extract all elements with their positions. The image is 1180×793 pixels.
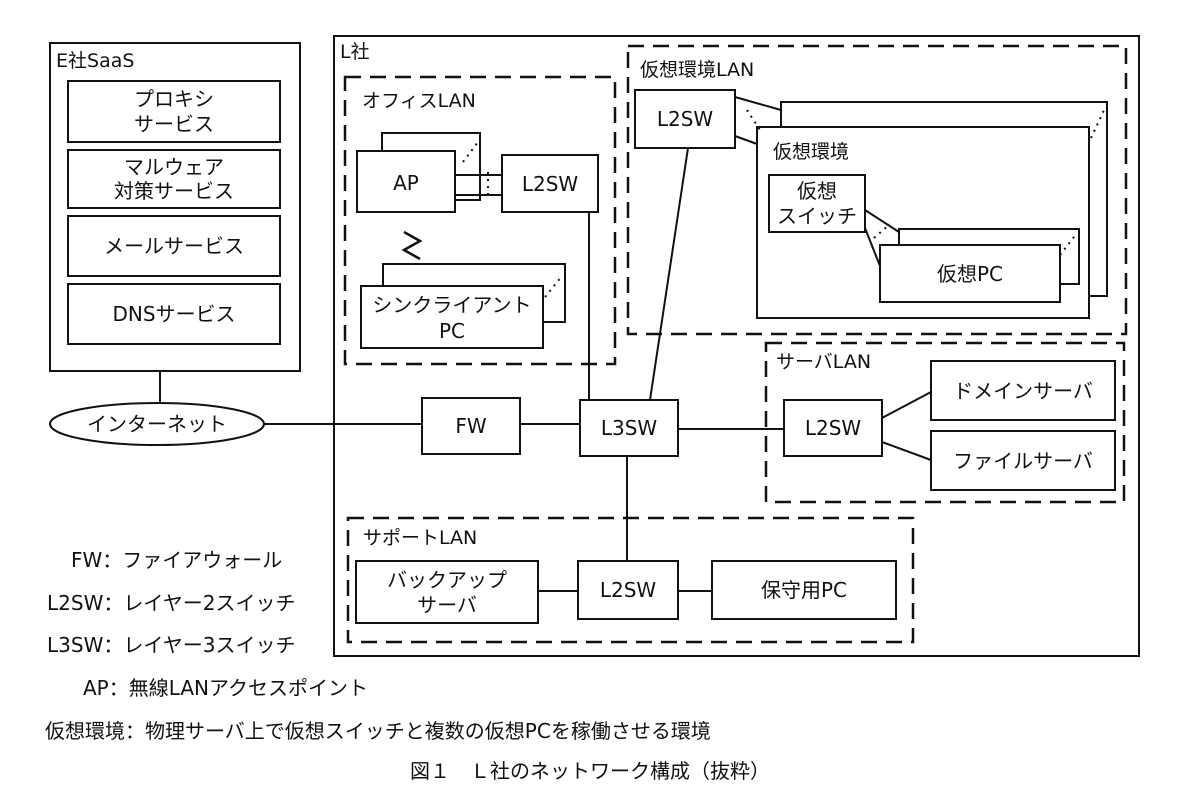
dns-service-box [67, 283, 281, 345]
support-l2sw-box [577, 560, 679, 620]
legend-ap: AP：無線LANアクセスポイント [83, 676, 368, 700]
server-l2sw-domain-link [881, 391, 932, 419]
ap-label: AP [393, 171, 419, 195]
proxy-service-label-1: プロキシ [134, 87, 214, 111]
dns-service-label: DNSサービス [112, 302, 235, 326]
virtual-l2sw-box [634, 89, 736, 149]
vl2sw-env-link-1 [734, 96, 782, 111]
virtual-lan-zone [626, 44, 1128, 336]
office-lan-zone [343, 75, 617, 366]
legend-l2sw: L2SW：レイヤー2スイッチ [47, 591, 295, 615]
domain-server-box [930, 360, 1116, 421]
support-l2sw-label: L2SW [600, 578, 657, 602]
support-lan-zone [346, 516, 915, 644]
office-lan-title: オフィスLAN [362, 90, 476, 112]
malware-service-box [67, 149, 281, 209]
legend-virtual-env: 仮想環境：物理サーバ上で仮想スイッチと複数の仮想PCを稼働させる環境 [45, 719, 711, 743]
virtual-pc-label: 仮想PC [937, 262, 1003, 286]
office-l2sw-label: L2SW [522, 172, 579, 196]
lsha-title: L社 [340, 41, 370, 63]
maintenance-pc-box [711, 560, 897, 620]
figure-caption: 図１ Ｌ社のネットワーク構成（抜粋） [410, 759, 770, 783]
virtual-l2sw-l3sw-link [649, 147, 689, 401]
virtual-env-title: 仮想環境 [773, 141, 849, 163]
fw-label: FW [455, 414, 487, 438]
virtual-l2sw-label: L2SW [657, 107, 714, 131]
wireless-icon [401, 230, 423, 261]
vswitch-vpc-link-2 [864, 227, 881, 267]
maintenance-pc-label: 保守用PC [761, 578, 847, 602]
legend-l3sw: L3SW：レイヤー3スイッチ [47, 633, 295, 657]
server-l2sw-label: L2SW [805, 416, 862, 440]
backup-server-label-2: サーバ [417, 593, 477, 617]
backup-server-label-1: バックアップ [387, 568, 507, 592]
l3sw-box [579, 399, 679, 457]
server-l2sw-file-link [881, 441, 932, 461]
virtual-switch-box [768, 174, 866, 233]
vl2sw-env-link-2 [734, 135, 758, 145]
office-l2sw-box [501, 154, 599, 213]
server-lan-zone [764, 341, 1126, 504]
mail-service-label: メールサービス [104, 234, 244, 258]
esha-saas-title: E社SaaS [56, 50, 134, 72]
ap-box [356, 150, 456, 213]
legend-fw: FW：ファイアウォール [71, 548, 282, 572]
l3sw-label: L3SW [601, 416, 658, 440]
thin-client-label-2: PC [439, 319, 465, 343]
malware-service-label-1: マルウェア [124, 155, 224, 179]
file-server-label: ファイルサーバ [953, 449, 1093, 473]
virtual-pc-box [879, 244, 1061, 303]
malware-service-label-2: 対策サービス [114, 179, 234, 203]
domain-server-label: ドメインサーバ [953, 379, 1093, 403]
esha-saas-frame [49, 42, 301, 372]
thin-client-box [360, 285, 544, 349]
vswitch-vpc-link-1 [864, 209, 900, 233]
server-lan-title: サーバLAN [776, 351, 871, 373]
proxy-service-label-2: サービス [134, 112, 214, 136]
support-lan-title: サポートLAN [363, 527, 477, 549]
server-l2sw-box [783, 399, 883, 457]
virtual-switch-label-1: 仮想 [797, 179, 837, 203]
lsha-frame [333, 35, 1140, 657]
proxy-service-box [67, 80, 281, 143]
mail-service-box [67, 215, 281, 277]
backup-server-box [355, 560, 539, 624]
file-server-box [930, 430, 1116, 491]
fw-box [421, 397, 521, 455]
virtual-switch-label-2: スイッチ [777, 204, 857, 228]
virtual-lan-title: 仮想環境LAN [640, 59, 754, 81]
thin-client-stack-dots [544, 275, 563, 298]
thin-client-label-1: シンクライアント [372, 293, 531, 317]
internet-label: インターネット [87, 412, 227, 436]
